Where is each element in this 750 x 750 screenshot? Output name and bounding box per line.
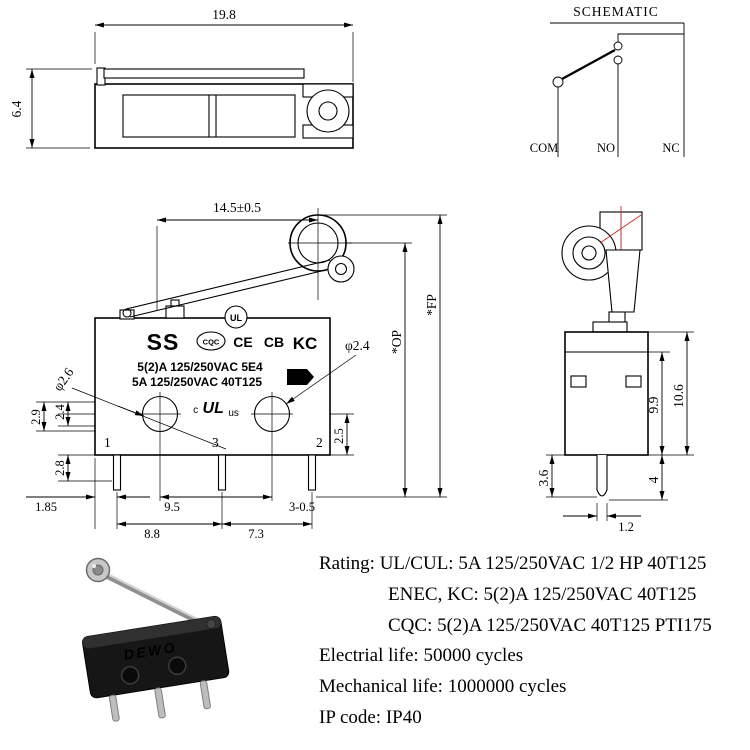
top-view: 19.8 6.4: [9, 7, 354, 149]
ce-mark: CE: [233, 334, 252, 350]
ul-recognized-mark: c UL us: [193, 400, 239, 419]
dim-fp: *FP: [316, 214, 447, 498]
schematic-lever-contact: [561, 48, 616, 81]
schematic: SCHEMATIC COM NO NC: [530, 4, 685, 157]
side-body: [564, 331, 649, 456]
product-photo: DEWO: [81, 557, 230, 722]
photo-roller: [85, 557, 111, 583]
dim-label-4: 4: [646, 476, 661, 483]
top-view-lever: [96, 67, 305, 86]
dim-label-8-8: 8.8: [144, 527, 160, 541]
specs-block: Rating: UL/CUL: 5A 125/250VAC 1/2 HP 40T…: [319, 549, 712, 734]
terminal-number-2: 2: [316, 435, 323, 450]
dim-2-4-left: 2.4: [53, 402, 95, 427]
dim-1-2: 1.2: [563, 503, 641, 534]
dim-10-6: 10.6: [648, 331, 694, 455]
spec-line-mechanical: Mechanical life: 1000000 cycles: [319, 676, 567, 698]
dim-9-9: 9.9: [646, 351, 694, 456]
side-view: 9.9 10.6 4 3.6 1.2: [536, 206, 694, 534]
front-body: [94, 317, 331, 456]
schematic-label-nc: NC: [662, 141, 679, 155]
side-plunger: [592, 249, 641, 333]
ul-mark-part-ul: UL: [203, 400, 224, 417]
dim-label-6-4: 6.4: [9, 100, 24, 117]
vde-pentagon-mark: [287, 369, 314, 385]
dim-label-19-8: 19.8: [212, 7, 236, 22]
schematic-no-terminal: [613, 55, 623, 157]
spec-line-rating: Rating: UL/CUL: 5A 125/250VAC 1/2 HP 40T…: [319, 553, 707, 574]
spec-line-cqc: CQC: 5(2)A 125/250VAC 40T125 PTI175: [388, 614, 712, 636]
dim-label-op: *OP: [389, 330, 404, 354]
dim-label-2-9: 2.9: [29, 409, 43, 425]
schematic-label-com: COM: [530, 141, 558, 155]
dim-label-fp: *FP: [424, 294, 439, 316]
spec-line-enec-kc: ENEC, KC: 5(2)A 125/250VAC 40T125: [388, 583, 697, 605]
dim-label-2-8: 2.8: [53, 460, 67, 476]
rating-marking-1: 5(2)A 125/250VAC 5E4: [137, 360, 263, 374]
dim-2-8: 2.8: [53, 454, 112, 482]
rating-marking-2: 5A 125/250VAC 40T125: [132, 375, 262, 389]
spec-line-electrical: Electrial life: 50000 cycles: [319, 645, 524, 667]
hole-right: [251, 392, 293, 501]
dim-op: *OP: [346, 242, 412, 497]
photo-screw-hole-left: [120, 666, 140, 685]
cb-mark: CB: [264, 334, 284, 350]
top-view-roller: [302, 83, 354, 139]
schematic-nc-wire: [613, 23, 685, 157]
front-roller: [288, 208, 355, 300]
ul-mark-part-us: us: [228, 408, 239, 419]
plunger-bumps: [119, 299, 185, 320]
ul-circle-mark: UL: [224, 305, 248, 329]
schematic-label-no: NO: [597, 141, 615, 155]
front-lever: [122, 259, 335, 318]
dim-label-7-3: 7.3: [248, 527, 264, 541]
dim-7-3: 7.3: [222, 521, 312, 541]
cqc-text: CQC: [203, 338, 220, 347]
photo-pivot-rivet: [206, 618, 217, 629]
pin-spec-label: 3-0.5: [289, 500, 315, 514]
dim-label-9-5: 9.5: [164, 500, 180, 514]
dim-4: 4: [609, 455, 668, 501]
dim-1-85: 1.85: [26, 494, 150, 514]
ul-circle-text: UL: [230, 313, 242, 323]
schematic-com-terminal: [552, 76, 564, 157]
dim-label-9-9: 9.9: [646, 396, 661, 413]
photo-screw-hole-right: [167, 656, 187, 676]
dim-label-dia-2-6: φ2.6: [50, 365, 77, 394]
kc-mark: KC: [293, 334, 318, 353]
body-markings: SS CQC CE CB KC 5(2)A 125/250VAC 5E4 5A …: [104, 329, 323, 450]
cqc-mark: CQC: [196, 331, 226, 351]
dim-9-5: 9.5: [160, 494, 272, 514]
dim-label-3-6: 3.6: [536, 469, 551, 486]
dim-label-dia-2-4: φ2.4: [345, 338, 370, 353]
dim-6-4: 6.4: [9, 68, 92, 149]
dim-label-2-5: 2.5: [332, 428, 346, 444]
dim-label-1-85: 1.85: [35, 500, 57, 514]
model-marking: SS: [147, 329, 180, 355]
spec-line-ip: IP code: IP40: [319, 706, 422, 728]
terminal-number-3: 3: [212, 435, 219, 450]
photo-pins: [108, 680, 211, 722]
side-pin: [596, 455, 608, 497]
dim-8-8: 8.8: [117, 521, 222, 541]
front-pins: [94, 454, 317, 529]
dim-label-10-6: 10.6: [671, 384, 686, 408]
schematic-title: SCHEMATIC: [573, 4, 659, 19]
label-dia-2-4: φ2.4: [285, 338, 370, 405]
front-view: UL 14.5±0.5 *OP: [26, 200, 447, 541]
dim-3-6: 3.6: [536, 454, 597, 498]
dim-14-5: 14.5±0.5: [156, 200, 318, 310]
dim-2-5: 2.5: [330, 413, 354, 456]
dim-19-8: 19.8: [94, 7, 354, 82]
terminal-number-1: 1: [104, 435, 111, 450]
dim-label-14-5: 14.5±0.5: [213, 200, 261, 215]
dim-label-2-4: 2.4: [53, 403, 67, 419]
ul-mark-part-c: c: [193, 405, 198, 416]
dim-label-1-2: 1.2: [618, 520, 634, 534]
photo-body-highlight: [82, 616, 221, 649]
